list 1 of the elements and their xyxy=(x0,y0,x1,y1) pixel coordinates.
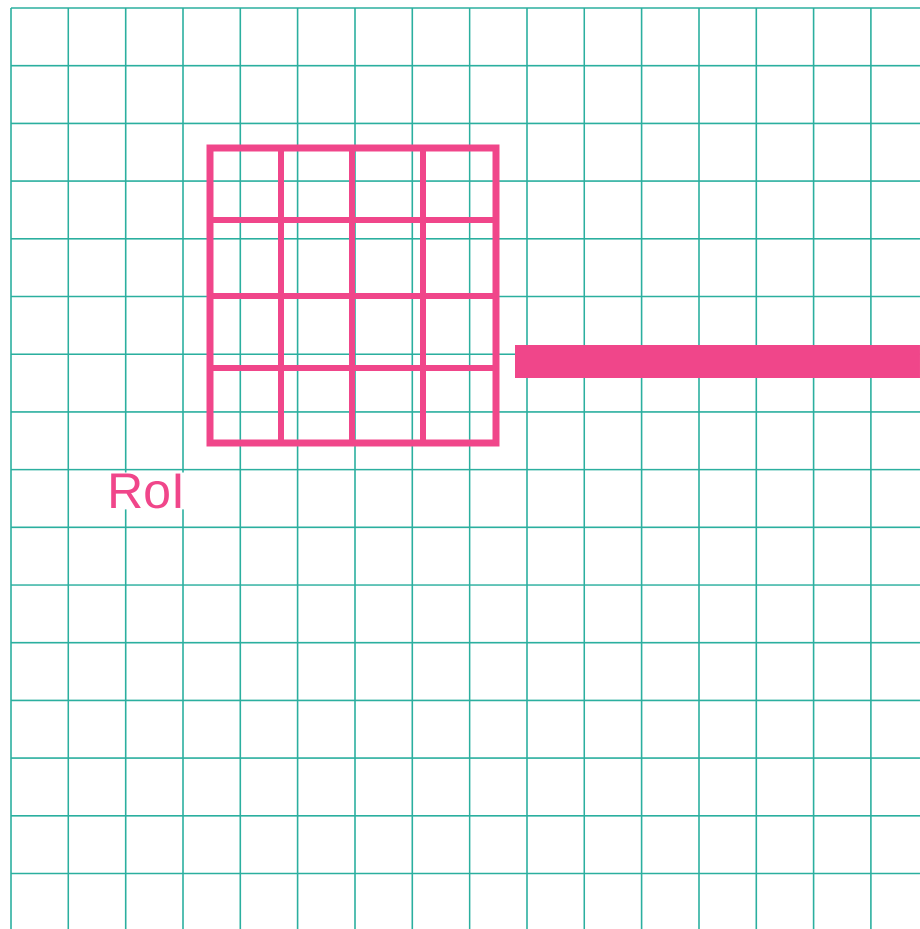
roi-label: RoI xyxy=(106,472,186,510)
